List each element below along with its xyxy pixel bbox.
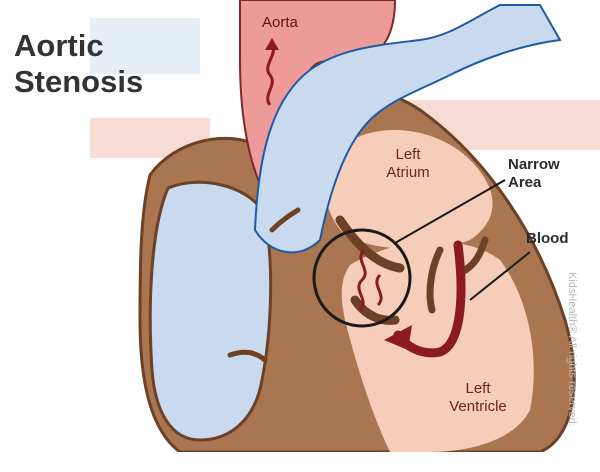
title-line-1: Aortic [14, 28, 104, 63]
valve-flap-upper [335, 215, 405, 273]
narrow-area-label-line-1: Narrow [508, 156, 560, 173]
background-vessel-left [90, 18, 200, 74]
right-valve-flap-2 [227, 349, 268, 363]
left-atrium-label-line-2: Atrium [386, 164, 430, 181]
aorta-label: Aorta [262, 14, 298, 31]
narrow-area-label-line-2: Area [508, 174, 542, 191]
blood-label: Blood [526, 230, 569, 247]
narrow-area-pointer [394, 179, 506, 244]
left-ventricle-label: Left Ventricle [438, 380, 518, 416]
ventricle-blood-arrow [393, 240, 466, 358]
heart-illustration [90, 0, 600, 454]
left-atrium-chamber [325, 130, 493, 250]
left-atrium-label-line-1: Left [395, 146, 421, 163]
narrow-area-circle [312, 228, 412, 328]
ventricle-arrowhead [384, 325, 412, 350]
left-ventricle-label-line-2: Ventricle [449, 398, 507, 415]
copyright-credit: KidsHealth® All rights reserved. [566, 272, 578, 427]
valve-flap-lower [350, 295, 400, 325]
narrow-area-label: Narrow Area [508, 156, 560, 192]
blood-pointer [469, 251, 531, 301]
mitral-flap-left [426, 246, 444, 314]
stenosis-blood-flow [357, 248, 367, 312]
page-title: Aortic Stenosis [14, 28, 143, 100]
title-line-2: Stenosis [14, 64, 144, 99]
aorta-blood-flow [266, 44, 275, 106]
right-valve-flap-1 [269, 207, 301, 233]
left-atrium-label: Left Atrium [378, 146, 438, 182]
right-heart-blue [148, 180, 273, 442]
left-ventricle-chamber [341, 241, 534, 452]
mitral-flap-right [458, 236, 489, 276]
stenosis-blood-flow-2 [375, 273, 383, 307]
aorta-flow-arrowhead [265, 38, 279, 50]
left-ventricle-label-line-1: Left [465, 380, 491, 397]
aortic-stenosis-diagram: Aortic Stenosis Aorta Left Atrium Left V… [14, 0, 600, 454]
pulmonary-artery [253, 4, 562, 254]
